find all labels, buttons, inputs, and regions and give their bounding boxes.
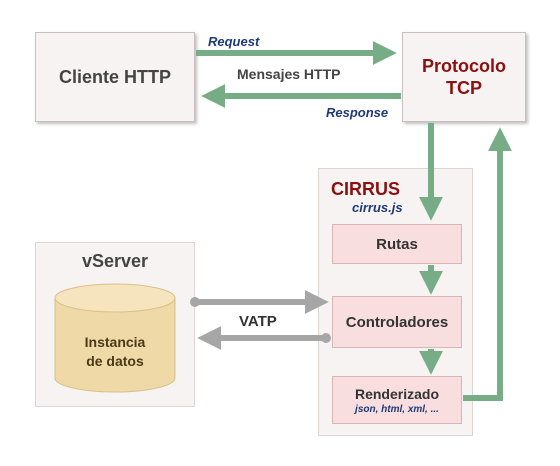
vatp-label: VATP: [239, 313, 277, 330]
request-label: Request: [208, 34, 260, 49]
routes-box: Rutas: [332, 224, 462, 264]
controllers-label: Controladores: [345, 313, 449, 331]
http-client-label: Cliente HTTP: [58, 66, 171, 87]
controllers-box: Controladores: [332, 296, 462, 348]
renderer-label: Renderizado: [354, 385, 439, 402]
routes-label: Rutas: [376, 235, 418, 253]
tcp-protocol-box: Protocolo TCP: [402, 32, 526, 122]
database-label-line2: de datos: [86, 353, 144, 369]
http-client-box: Cliente HTTP: [35, 32, 195, 122]
response-label: Response: [326, 105, 389, 120]
tcp-label-line2: TCP: [446, 78, 482, 98]
renderer-box: Renderizado json, html, xml, ...: [332, 376, 462, 424]
http-messages-label: Mensajes HTTP: [237, 66, 341, 82]
cirrus-subtitle: cirrus.js: [352, 200, 403, 215]
renderer-formats: json, html, xml, ...: [355, 403, 439, 415]
vserver-title: vServer: [81, 251, 149, 271]
database-cylinder-icon: [54, 283, 176, 393]
database-label-line1: Instancia: [84, 334, 146, 350]
cirrus-title: CIRRUS: [331, 179, 401, 199]
database-label: Instancia de datos: [55, 333, 175, 371]
renderer-to-tcp-arrow: [463, 127, 512, 401]
tcp-label-line1: Protocolo: [422, 56, 506, 76]
